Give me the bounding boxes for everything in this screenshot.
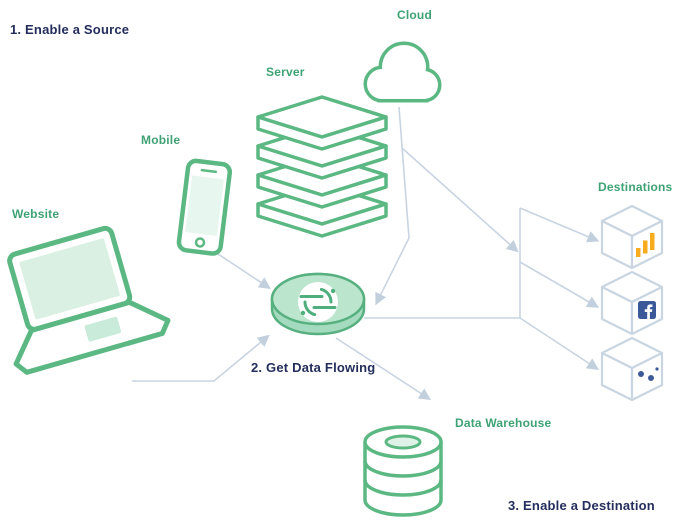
step-2-label: 2. Get Data Flowing bbox=[251, 360, 376, 375]
arrow-cloud-to-hub bbox=[375, 106, 410, 306]
arrow-spine-to-cube3 bbox=[519, 317, 600, 370]
data-warehouse-label: Data Warehouse bbox=[455, 416, 552, 430]
segment-hub-icon bbox=[270, 272, 366, 336]
mobile-phone-icon bbox=[176, 158, 233, 256]
cloud-icon bbox=[363, 41, 442, 103]
server-stack-icon bbox=[256, 95, 388, 238]
dots-cube-icon bbox=[600, 336, 664, 402]
arrow-spine-to-cube1 bbox=[519, 207, 600, 243]
arrow-hub-to-warehouse bbox=[335, 337, 432, 400]
dots-glyph bbox=[638, 367, 659, 381]
step-3-label: 3. Enable a Destination bbox=[508, 498, 655, 513]
analytics-bars-glyph bbox=[636, 233, 655, 257]
mobile-label: Mobile bbox=[141, 133, 181, 147]
arrow-cloud-to-destinations bbox=[401, 147, 519, 253]
arrow-mobile-to-hub bbox=[214, 251, 272, 289]
database-cylinder-icon bbox=[363, 425, 443, 517]
server-label: Server bbox=[266, 65, 305, 79]
arrow-website-to-hub bbox=[132, 334, 270, 382]
website-label: Website bbox=[12, 207, 60, 221]
connector-lines bbox=[132, 106, 600, 400]
arrow-spine-to-cube2 bbox=[519, 261, 600, 308]
analytics-bars-cube-icon bbox=[600, 204, 664, 270]
facebook-f-glyph bbox=[644, 304, 653, 319]
website-laptop-icon bbox=[7, 225, 171, 375]
facebook-cube-icon bbox=[600, 270, 664, 336]
destinations-label: Destinations bbox=[598, 180, 673, 194]
segment-logo-glyph bbox=[299, 287, 337, 317]
cloud-label: Cloud bbox=[397, 8, 432, 22]
step-1-label: 1. Enable a Source bbox=[10, 22, 130, 37]
